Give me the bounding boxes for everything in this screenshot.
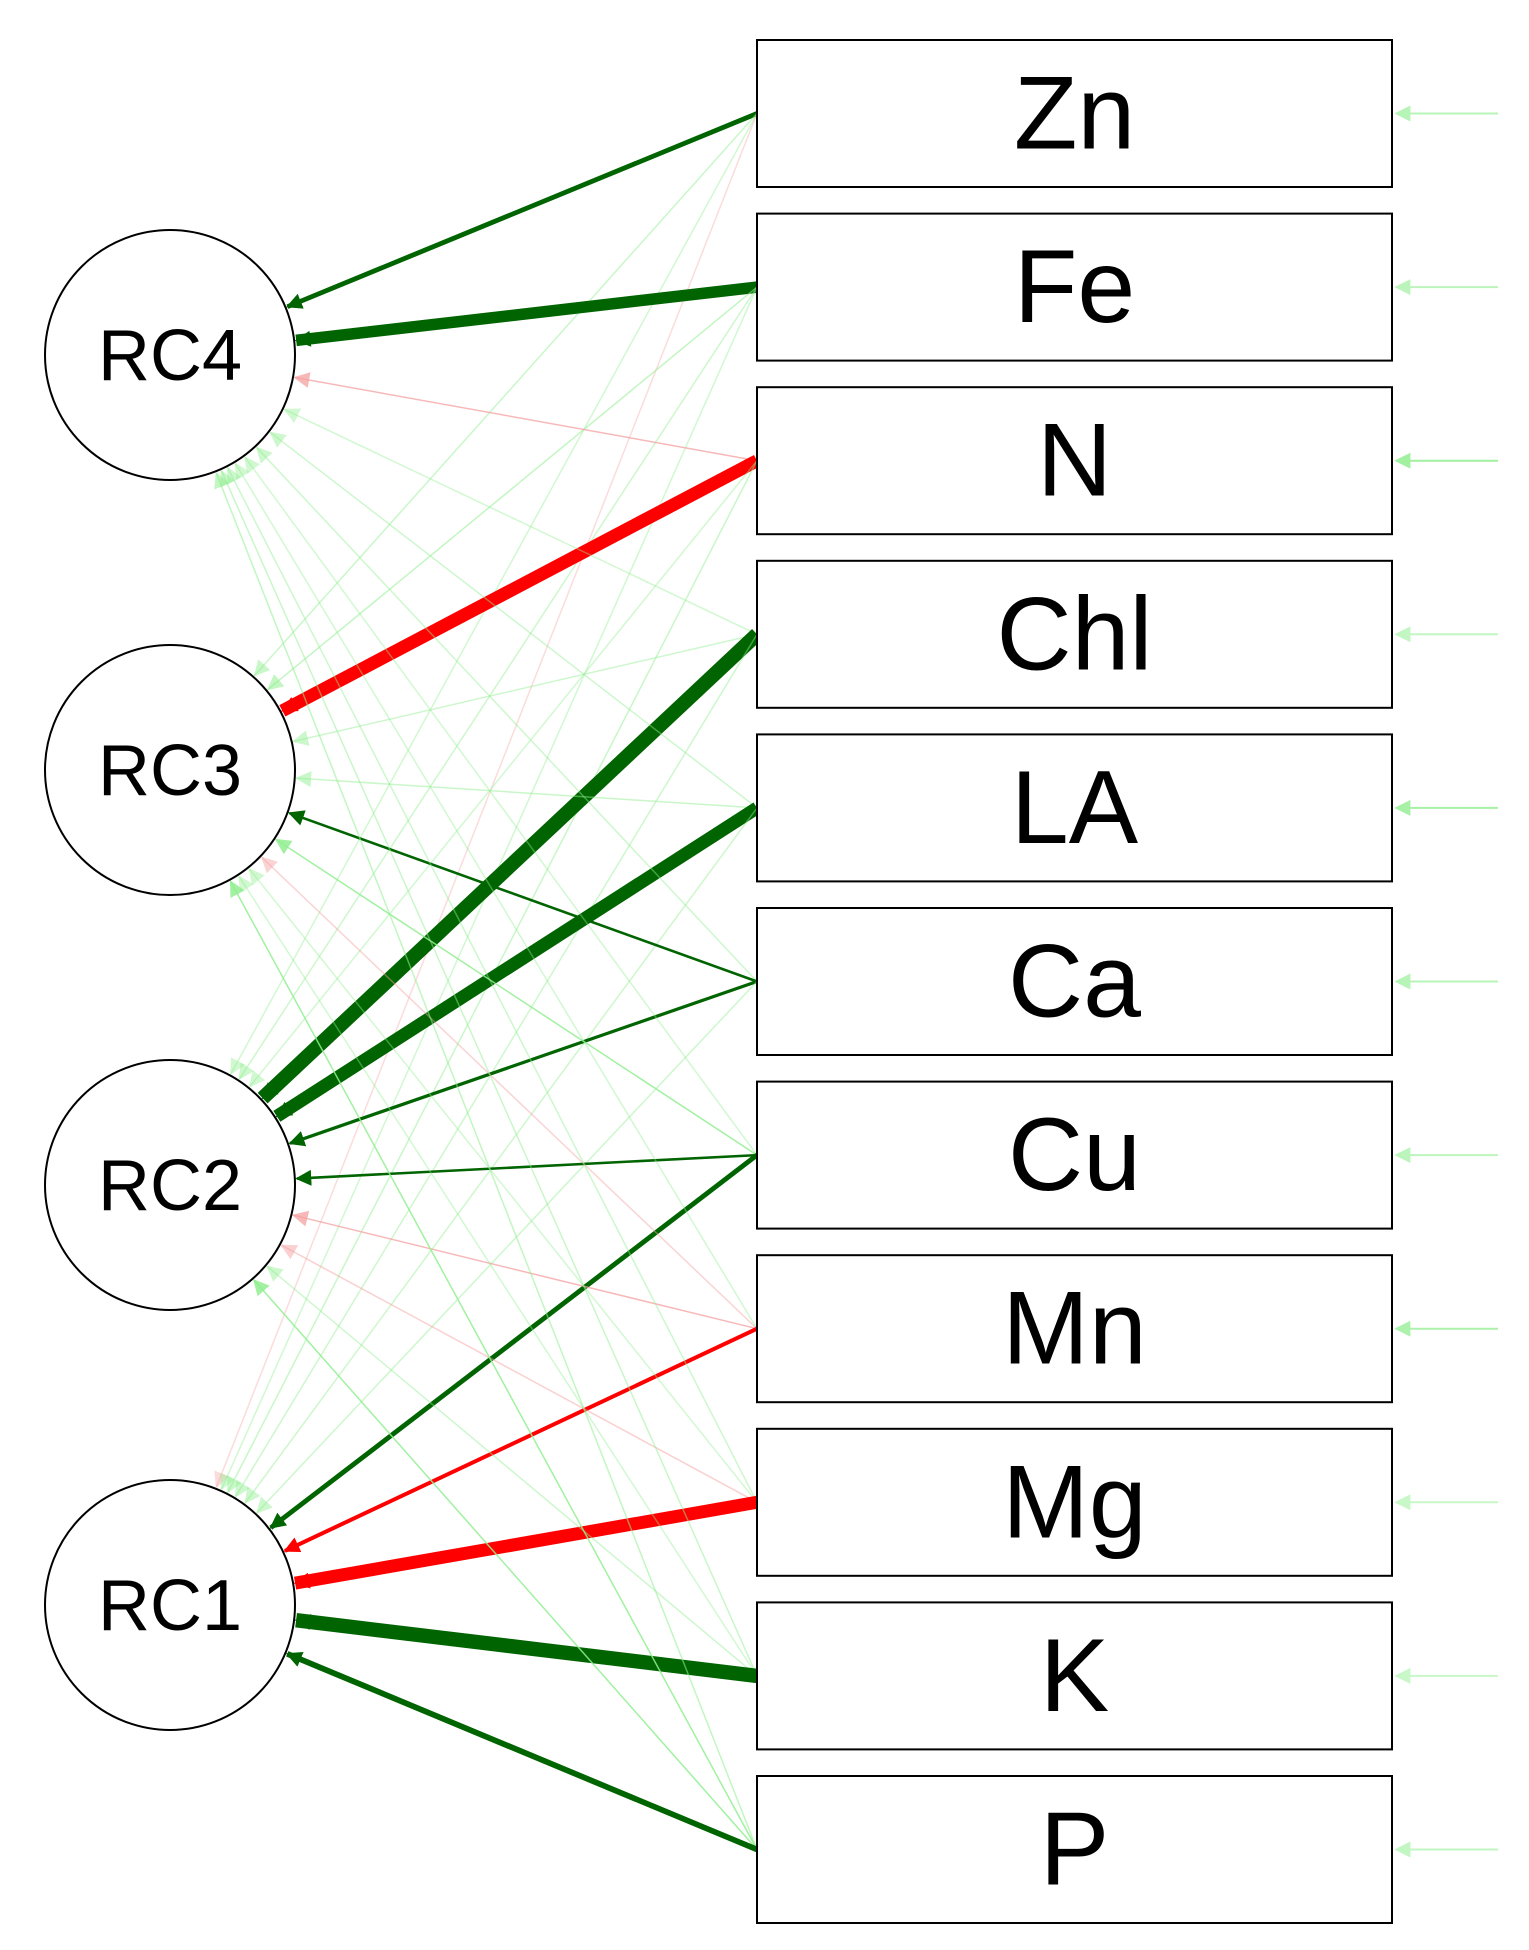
loading-edge-mn-rc1: [283, 1326, 758, 1553]
factor-label: RC1: [98, 1566, 242, 1646]
loading-edge-n-rc2: [248, 460, 758, 1088]
loading-edge-fe-rc3: [266, 286, 758, 691]
variable-box: [756, 1775, 1393, 1924]
loading-edge-p-rc4: [214, 471, 758, 1850]
variable-label: Mn: [1002, 1271, 1146, 1387]
loading-edge-zn-rc4: [285, 111, 758, 309]
residual-arrows: [1394, 105, 1498, 1858]
factor-node-rc4: RC4: [44, 229, 296, 481]
variable-label: Mg: [1002, 1444, 1146, 1560]
loading-edge-k-rc1: [294, 1613, 758, 1684]
loading-edge-mg-rc4: [227, 466, 758, 1503]
loading-edge-ca-rc1: [255, 980, 758, 1514]
loading-edge-p-rc2: [253, 1278, 758, 1850]
loading-edge-zn-rc1: [214, 113, 758, 1489]
loading-edge-cu-rc1: [269, 1153, 759, 1530]
variable-box: [756, 1080, 1393, 1230]
loading-edge-mn-rc2: [291, 1210, 758, 1330]
loading-edge-la-rc3: [295, 771, 758, 809]
variable-box: [756, 1427, 1393, 1577]
variable-box: [756, 733, 1393, 883]
variable-node-chl: Chl: [756, 559, 1393, 709]
variable-node-fe: Fe: [756, 212, 1393, 362]
variable-node-p: P: [756, 1775, 1393, 1924]
factor-circle: [44, 229, 296, 481]
loading-edge-p-rc3: [229, 880, 758, 1850]
variable-box: [756, 1254, 1393, 1404]
variable-box: [756, 1601, 1393, 1751]
loading-edge-la-rc1: [244, 807, 758, 1505]
variable-box: [756, 39, 1393, 188]
factor-circle: [44, 1059, 296, 1311]
loading-edge-chl-rc3: [292, 633, 758, 746]
variable-label: Cu: [1008, 1097, 1141, 1213]
loading-edge-zn-rc3: [253, 113, 758, 677]
loading-edge-la-rc4: [269, 431, 758, 809]
variable-node-n: N: [756, 386, 1393, 536]
factor-node-rc1: RC1: [44, 1479, 296, 1731]
loading-edge-k-rc4: [220, 469, 758, 1677]
loading-edge-k-rc2: [266, 1265, 758, 1677]
loading-edge-cu-rc3: [274, 838, 758, 1156]
variable-label: Ca: [1008, 924, 1141, 1040]
variable-label: Zn: [1014, 56, 1135, 172]
variable-node-cu: Cu: [756, 1080, 1393, 1230]
loading-edge-mg-rc1: [293, 1495, 759, 1590]
variable-box: [756, 559, 1393, 709]
variable-label: Chl: [996, 576, 1152, 692]
loading-edge-ca-rc4: [255, 446, 758, 983]
loading-edge-fe-rc4: [294, 281, 758, 347]
loading-edge-n-rc3: [279, 454, 761, 717]
loading-edge-ca-rc2: [288, 979, 758, 1147]
loading-edge-n-rc4: [293, 372, 758, 462]
loading-edge-chl-rc1: [234, 633, 758, 1498]
variable-label: Fe: [1014, 229, 1135, 345]
variable-label: P: [1040, 1792, 1109, 1908]
loading-edges: [214, 111, 762, 1853]
variable-label: K: [1040, 1618, 1109, 1734]
loading-edge-mg-rc2: [280, 1244, 758, 1503]
loading-edge-ca-rc3: [287, 810, 758, 983]
variable-node-zn: Zn: [756, 39, 1393, 188]
loading-edge-cu-rc4: [244, 456, 758, 1156]
variable-box: [756, 386, 1393, 536]
loading-edge-fe-rc2: [238, 286, 758, 1081]
variable-node-mg: Mg: [756, 1427, 1393, 1577]
factor-node-rc3: RC3: [44, 644, 296, 896]
loading-edge-mn-rc3: [260, 856, 758, 1330]
factor-circle: [44, 1479, 296, 1731]
loading-edge-la-rc2: [273, 802, 761, 1122]
factor-circle: [44, 644, 296, 896]
variable-label: LA: [1011, 750, 1139, 866]
factor-label: RC3: [98, 731, 242, 811]
loading-edge-k-rc3: [238, 875, 758, 1677]
variable-node-mn: Mn: [756, 1254, 1393, 1404]
factor-node-rc2: RC2: [44, 1059, 296, 1311]
variable-node-ca: Ca: [756, 907, 1393, 1056]
variable-label: N: [1037, 403, 1112, 519]
loading-edge-mg-rc3: [248, 867, 758, 1503]
variable-box: [756, 212, 1393, 362]
variable-node-la: LA: [756, 733, 1393, 883]
loading-edge-p-rc1: [285, 1651, 759, 1853]
variable-box: [756, 907, 1393, 1056]
variable-node-k: K: [756, 1601, 1393, 1751]
loading-edge-cu-rc2: [295, 1153, 758, 1186]
loading-edge-chl-rc4: [283, 408, 758, 635]
factor-label: RC4: [98, 316, 242, 396]
factor-label: RC2: [98, 1146, 242, 1226]
loading-edge-mn-rc4: [234, 462, 758, 1330]
loading-edge-chl-rc2: [257, 629, 762, 1104]
